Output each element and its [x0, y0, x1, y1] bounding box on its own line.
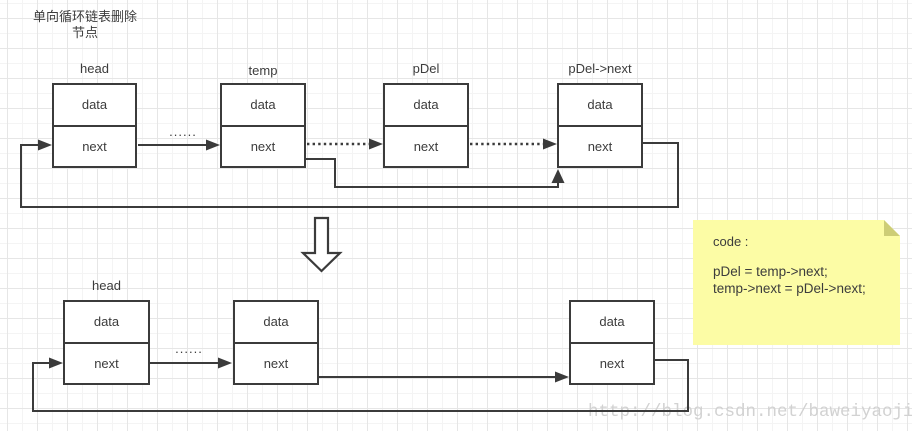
node-pdelnext: data next: [557, 83, 643, 168]
arrow-temp-to-pdel-dotted: [307, 138, 383, 150]
node-head-next-cell: next: [54, 124, 135, 167]
node-after-3-next-cell: next: [571, 341, 653, 384]
node-pdelnext-data-cell: data: [587, 97, 613, 113]
node-temp: data next: [220, 83, 306, 168]
code-note-background: [693, 220, 900, 345]
node-head-data-cell: data: [81, 97, 108, 113]
code-line-1: pDel = temp->next;: [713, 264, 828, 279]
label-pdel: pDel: [412, 61, 440, 76]
node-after-head-next-cell: next: [65, 341, 148, 384]
watermark-text: http://blog.csdn.net/baweiyaoji: [588, 402, 912, 422]
node-pdel-data-cell: data: [413, 97, 439, 113]
node-after-2-data-cell: data: [263, 314, 289, 330]
arrow-head-to-temp: [138, 139, 220, 151]
node-after-2-next-cell: next: [235, 341, 317, 384]
arrow-loopback-bottom: [32, 357, 689, 412]
code-note: code : pDel = temp->next; temp->next = p…: [693, 220, 900, 345]
transform-down-arrow-icon: [300, 216, 343, 273]
node-temp-next-cell: next: [222, 124, 304, 167]
diagram-title-line1: 单向循环链表删除: [32, 9, 137, 24]
arrow-after-head-to-node2: [150, 357, 232, 369]
diagram-title-line2: 节点: [71, 25, 98, 40]
node-head: data next: [52, 83, 137, 168]
node-after-3-data-cell: data: [599, 314, 625, 330]
node-after-3: data next: [569, 300, 655, 385]
code-line-2: temp->next = pDel->next;: [713, 281, 866, 296]
ellipsis-after: ......: [175, 341, 203, 356]
node-temp-data-cell: data: [250, 97, 276, 113]
node-pdel: data next: [383, 83, 469, 168]
label-pdelnext: pDel->next: [568, 61, 632, 76]
arrow-temp-newlink-to-pdelnext: [306, 158, 565, 188]
arrow-loopback-top: [20, 139, 679, 208]
node-after-2: data next: [233, 300, 319, 385]
node-after-head-data-cell: data: [93, 314, 120, 330]
ellipsis-before: ......: [169, 124, 197, 139]
node-after-head: data next: [63, 300, 150, 385]
arrow-pdel-to-pdelnext-dotted: [470, 138, 557, 150]
label-after-head: head: [92, 278, 121, 293]
label-head: head: [80, 61, 109, 76]
diagram-title: 单向循环链表删除 节点: [20, 9, 150, 41]
node-pdel-next-cell: next: [385, 124, 467, 167]
code-note-heading: code :: [713, 234, 749, 249]
note-fold-corner-icon: [884, 220, 900, 236]
label-temp: temp: [248, 63, 278, 78]
arrow-after-node2-to-node3: [319, 371, 569, 383]
node-pdelnext-next-cell: next: [559, 124, 641, 167]
